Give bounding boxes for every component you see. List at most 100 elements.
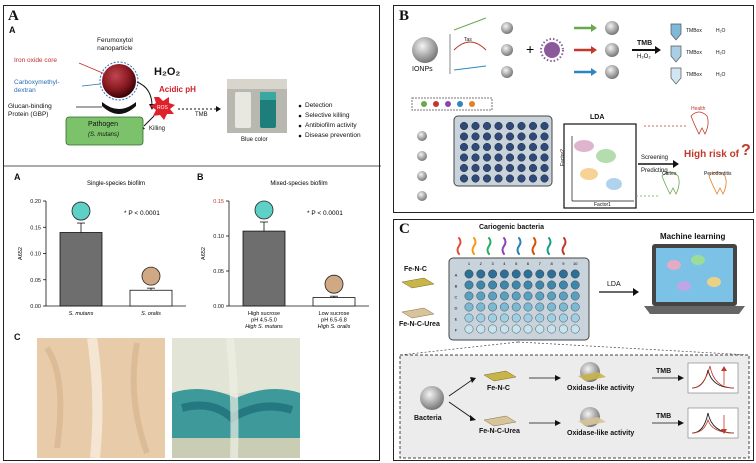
plate-well — [471, 121, 480, 130]
plate-well — [459, 163, 468, 172]
plate-well — [517, 142, 526, 151]
tube2-a: TMBox — [686, 50, 702, 56]
plate-well — [464, 280, 474, 290]
plate-well — [523, 269, 533, 279]
plate-col-label: 10 — [573, 261, 578, 266]
bacteria-particle — [544, 42, 560, 58]
plate-well — [517, 121, 526, 130]
bar — [312, 297, 356, 307]
plate-well — [482, 132, 491, 141]
plate-well — [471, 142, 480, 151]
y-tick-label: 0.05 — [30, 278, 41, 284]
plate-well — [471, 163, 480, 172]
panel-c: C Cariogenic bacteria Machine learning 1… — [393, 219, 754, 461]
tmb-label: TMB — [195, 112, 208, 118]
factor2-label: Factor2 — [560, 149, 566, 166]
plate-well — [547, 280, 557, 290]
plate-well — [482, 163, 491, 172]
panel-a: A A — [3, 5, 381, 461]
y-tick-label: 0.20 — [30, 199, 41, 205]
ionps-sphere — [412, 37, 438, 63]
plate-well — [494, 174, 503, 183]
biofilm-photo-right — [172, 338, 300, 458]
high-risk-label: High risk of — [684, 149, 740, 160]
plate-well — [482, 153, 491, 162]
bullet-selective-killing: Selective killing — [305, 112, 350, 119]
glucan-label: Glucan-binding Protein (GBP) — [8, 103, 52, 118]
plate-col-label: 7 — [539, 261, 542, 266]
p-value-annotation: * P < 0.0001 — [124, 210, 160, 217]
plate-well — [558, 280, 568, 290]
fenc-sheet — [401, 277, 435, 289]
plate-well — [528, 153, 537, 162]
panel-b-schematic: + — [411, 17, 727, 209]
plate-well — [464, 313, 474, 323]
ionps-label: IONPs — [412, 66, 433, 73]
plus-sign: + — [526, 41, 534, 57]
lda-plot-box — [563, 123, 637, 209]
oxidase1-label: Oxidase-like activity — [567, 385, 635, 392]
category-label: pH 4.5-5.0 — [251, 318, 277, 324]
tube3-b: H₂O — [716, 72, 726, 78]
plate-well — [500, 302, 509, 312]
plate-well — [459, 153, 468, 162]
plate-well — [505, 132, 514, 141]
plate-well — [464, 324, 474, 334]
plate-well — [570, 302, 580, 312]
plate-well — [488, 302, 498, 312]
plate-well — [488, 291, 498, 301]
plate-well — [570, 324, 580, 334]
plate-well — [476, 324, 486, 334]
carboxymethyl-label: Carboxymethyl- dextran — [14, 79, 60, 94]
plate-row-label: B — [455, 284, 458, 289]
plate-well — [511, 324, 521, 334]
tmb1-label: TMB — [656, 368, 672, 375]
nanoparticle-green — [501, 22, 513, 34]
chart-single-species: Single-species biofilm0.000.050.100.150.… — [18, 181, 186, 317]
tmb-label-b: TMB — [637, 40, 653, 47]
plate-well — [547, 313, 557, 323]
nanoparticle-blue — [501, 66, 513, 78]
plate-well — [547, 269, 557, 279]
chart-title: Single-species biofilm — [87, 181, 145, 187]
plate-well — [528, 132, 537, 141]
y-tick-label: 0.10 — [213, 234, 224, 240]
plate-well — [505, 174, 514, 183]
y-tick-label: 0.05 — [213, 269, 224, 275]
lda-label-b: LDA — [590, 114, 605, 121]
plate-well — [523, 291, 533, 301]
plate-well — [540, 142, 549, 151]
plate-well — [471, 132, 480, 141]
bullet-antibiofilm: Antibiofilm activity — [305, 122, 357, 129]
plate-well — [540, 163, 549, 172]
health-label: Health — [691, 106, 706, 112]
plate-well — [505, 142, 514, 151]
lda-label-c: LDA — [607, 281, 621, 288]
plate-col-label: 9 — [562, 261, 565, 266]
machine-learning-label: Machine learning — [660, 232, 726, 241]
y-tick-label: 0.15 — [30, 225, 41, 231]
plate-well — [505, 121, 514, 130]
plate-well — [535, 324, 545, 334]
plate-well — [488, 324, 498, 334]
plate-well — [471, 174, 480, 183]
plate-well — [570, 280, 580, 290]
chart-mixed-species: Mixed-species biofilm0.000.050.100.15A65… — [201, 181, 369, 330]
factor1-label: Factor1 — [594, 202, 611, 208]
plate-well — [540, 132, 549, 141]
plate-well — [488, 280, 498, 290]
chart-a-letter: A — [14, 172, 21, 182]
periodontitis-label: Periodontitis — [704, 171, 732, 177]
plate-row-label: E — [455, 317, 458, 322]
tube1-b: H₂O — [716, 28, 726, 34]
tube2-b: H₂O — [716, 50, 726, 56]
plate-well — [535, 269, 545, 279]
plate-well — [547, 324, 557, 334]
nanoparticle-red — [501, 44, 513, 56]
plate-well — [476, 291, 486, 301]
plate-well — [517, 163, 526, 172]
color-swatch — [254, 200, 274, 220]
fencurea2-label: Fe-N-C-Urea — [479, 428, 520, 435]
plate-well — [482, 142, 491, 151]
plate-well — [476, 313, 486, 323]
